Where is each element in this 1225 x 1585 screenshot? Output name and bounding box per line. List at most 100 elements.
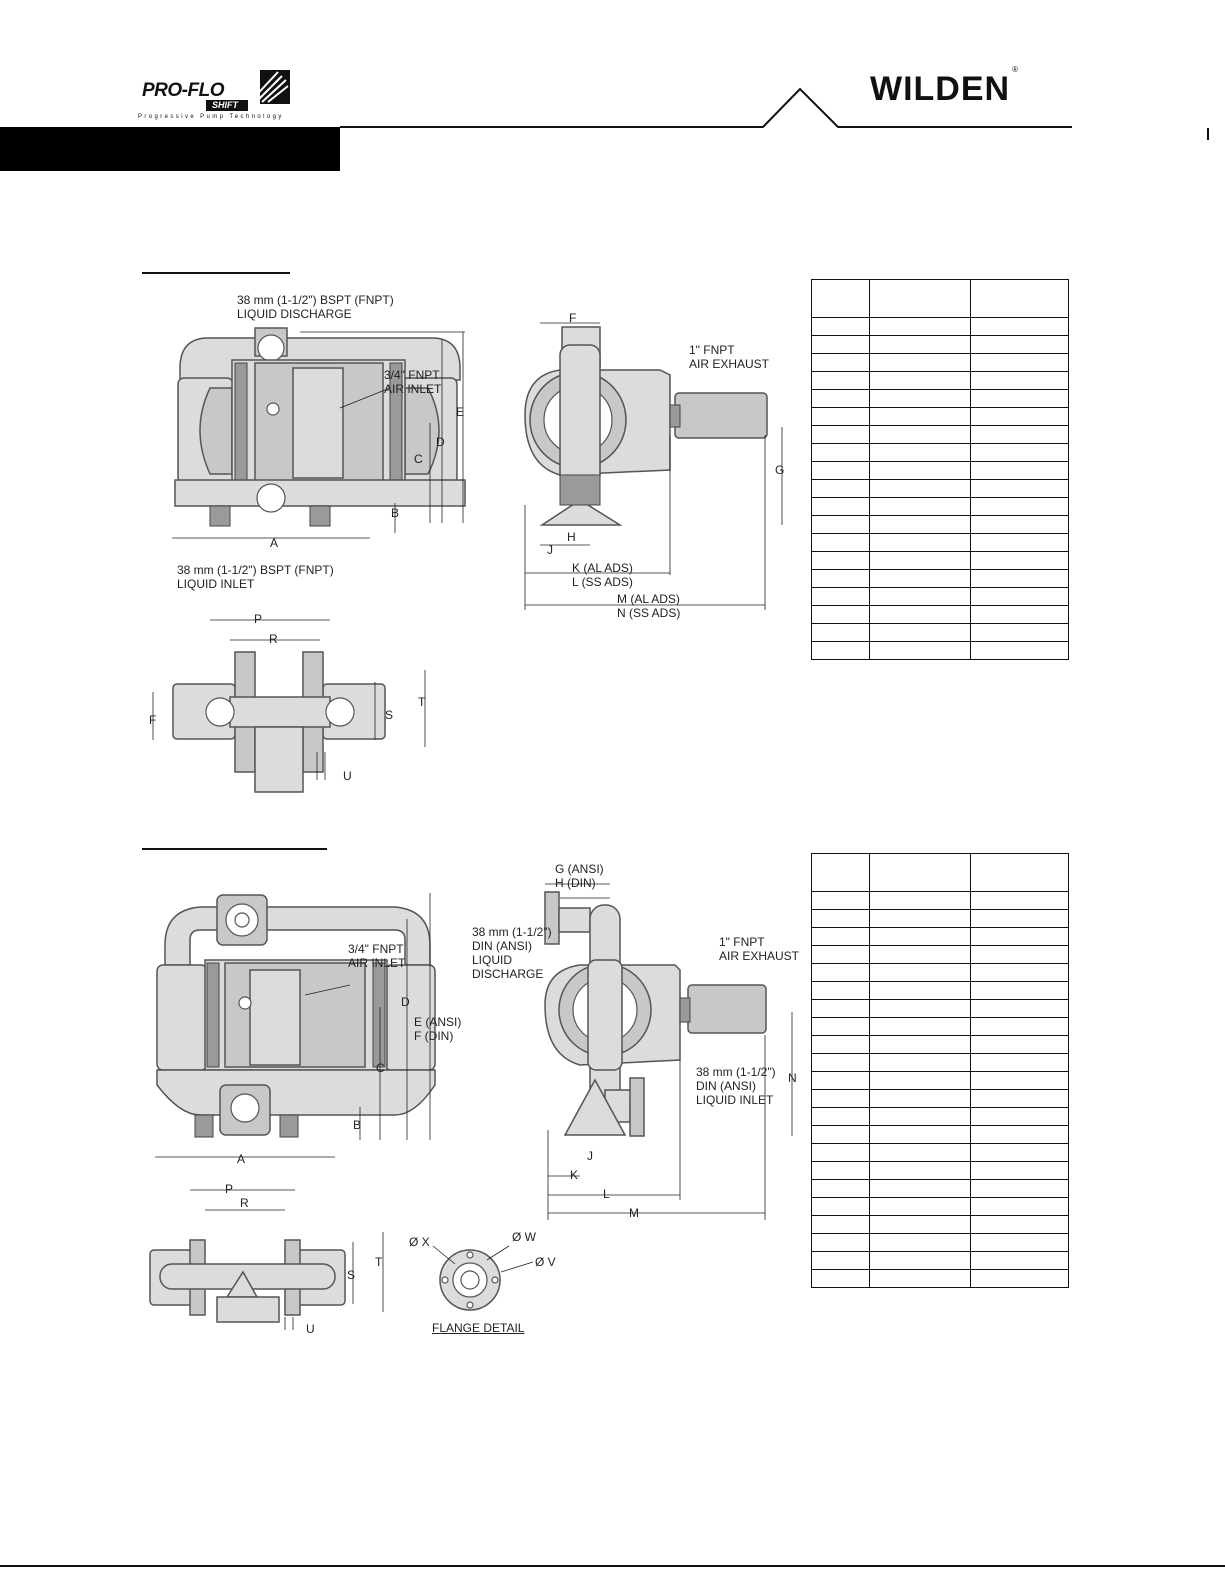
- table-row: [811, 1161, 1069, 1180]
- table-row: [811, 1107, 1069, 1126]
- d2-dim-D: D: [401, 995, 410, 1009]
- d2-dim-K: K: [570, 1168, 579, 1182]
- d1-dim-P: P: [254, 612, 263, 626]
- d1-dim-H: H: [567, 530, 576, 544]
- d2-dim-C: C: [376, 1061, 385, 1075]
- d1-dim-U: U: [343, 769, 352, 783]
- table-row: [811, 1269, 1069, 1288]
- table-row: [811, 1179, 1069, 1198]
- flange-detail-drawing: [432, 1245, 534, 1311]
- table-row: [811, 1125, 1069, 1144]
- table-row: [811, 479, 1069, 498]
- table-row: [811, 371, 1069, 390]
- table-row: [811, 335, 1069, 354]
- wilden-logo-text: WILDEN: [870, 70, 1011, 108]
- d2-dim-EF: E (ANSI) F (DIN): [414, 1015, 462, 1043]
- pump-front-view-1: [172, 327, 466, 539]
- d2-dim-U: U: [306, 1322, 315, 1336]
- table-row: [811, 1197, 1069, 1216]
- wilden-logo: WILDEN®: [870, 65, 1019, 109]
- d1-dim-J: J: [547, 543, 553, 557]
- logo-main-text: PRO-FLO: [142, 80, 225, 101]
- d2-liquid-inlet-label: 38 mm (1-1/2") DIN (ANSI) LIQUID INLET: [696, 1065, 776, 1107]
- d1-dim-F-side: F: [569, 311, 577, 325]
- flange-detail-label: FLANGE DETAIL: [432, 1321, 525, 1335]
- d2-liquid-discharge-label: 38 mm (1-1/2") DIN (ANSI) LIQUID DISCHAR…: [472, 925, 552, 981]
- pump-top-view-2: [149, 1189, 384, 1330]
- table-row: [811, 515, 1069, 534]
- table-header-row: [811, 279, 1069, 318]
- table-row: [811, 927, 1069, 946]
- table-row: [811, 641, 1069, 660]
- d1-dim-A: A: [270, 536, 279, 550]
- table-header-row: [811, 853, 1069, 892]
- table-row: [811, 1017, 1069, 1036]
- table-row: [811, 605, 1069, 624]
- table-row: [811, 945, 1069, 964]
- table-row: [811, 1035, 1069, 1054]
- table-row: [811, 389, 1069, 408]
- table-row: [811, 1143, 1069, 1162]
- section-title-bar: [0, 127, 340, 171]
- logo-swoosh-icon: [249, 70, 290, 104]
- d2-air-exhaust-label: 1" FNPT AIR EXHAUST: [719, 935, 800, 963]
- table-row: [811, 909, 1069, 928]
- d2-dim-M: M: [629, 1206, 639, 1220]
- registered-mark: ®: [1012, 64, 1019, 74]
- logo-shift-text: SHIFT: [206, 100, 248, 111]
- d1-dim-B: B: [391, 506, 400, 520]
- footer-rule: [0, 1565, 1225, 1567]
- d1-liquid-discharge-label: 38 mm (1-1/2") BSPT (FNPT) LIQUID DISCHA…: [237, 293, 394, 321]
- d2-dim-GH: G (ANSI) H (DIN): [555, 862, 604, 890]
- flange-dim-X: Ø X: [409, 1235, 430, 1249]
- table-row: [811, 1215, 1069, 1234]
- flange-dim-W: Ø W: [512, 1230, 536, 1244]
- pump-side-view-1: [524, 322, 783, 610]
- d1-dim-E: E: [456, 405, 465, 419]
- d2-dim-S: S: [347, 1268, 356, 1282]
- pump-side-view-2: [544, 883, 793, 1220]
- d2-dim-A: A: [237, 1152, 246, 1166]
- table-row: [811, 1089, 1069, 1108]
- table-row: [811, 1233, 1069, 1252]
- d1-dim-S: S: [385, 708, 394, 722]
- d2-dim-P: P: [225, 1182, 234, 1196]
- table-row: [811, 317, 1069, 336]
- d2-dim-L: L: [603, 1187, 610, 1201]
- table-row: [811, 353, 1069, 372]
- section-1-underline: [142, 272, 290, 274]
- dimensions-table-1: [811, 279, 1069, 660]
- table-row: [811, 587, 1069, 606]
- d1-dim-G: G: [775, 463, 785, 477]
- d1-dim-R: R: [269, 632, 278, 646]
- d1-dim-F-top: F: [149, 713, 157, 727]
- d1-dim-C: C: [414, 452, 423, 466]
- d2-dim-R: R: [240, 1196, 249, 1210]
- table-row: [811, 425, 1069, 444]
- table-row: [811, 497, 1069, 516]
- table-row: [811, 891, 1069, 910]
- table-row: [811, 1071, 1069, 1090]
- pump-top-view-1: [152, 619, 426, 793]
- logo-tagline: Progressive Pump Technology: [138, 114, 284, 120]
- d2-dim-N: N: [788, 1071, 797, 1085]
- table-row: [811, 461, 1069, 480]
- table-row: [811, 981, 1069, 1000]
- flange-dim-V: Ø V: [535, 1255, 556, 1269]
- table-row: [811, 963, 1069, 982]
- table-row: [811, 533, 1069, 552]
- d1-dim-T: T: [418, 695, 426, 709]
- table-row: [811, 1251, 1069, 1270]
- d1-dim-KL: K (AL ADS) L (SS ADS): [572, 561, 633, 589]
- d2-air-inlet-label: 3/4" FNPT AIR INLET: [348, 942, 406, 970]
- pump-front-view-2: [155, 893, 436, 1158]
- pro-flo-shift-logo: PRO-FLO SHIFT Progressive Pump Technolog…: [138, 70, 290, 120]
- d2-dim-T: T: [375, 1255, 383, 1269]
- d1-dim-MN: M (AL ADS) N (SS ADS): [617, 592, 681, 620]
- d1-air-inlet-label: 3/4" FNPT AIR INLET: [384, 368, 442, 396]
- table-row: [811, 1053, 1069, 1072]
- table-row: [811, 443, 1069, 462]
- table-row: [811, 407, 1069, 426]
- dimensions-table-2: [811, 853, 1069, 1288]
- table-row: [811, 569, 1069, 588]
